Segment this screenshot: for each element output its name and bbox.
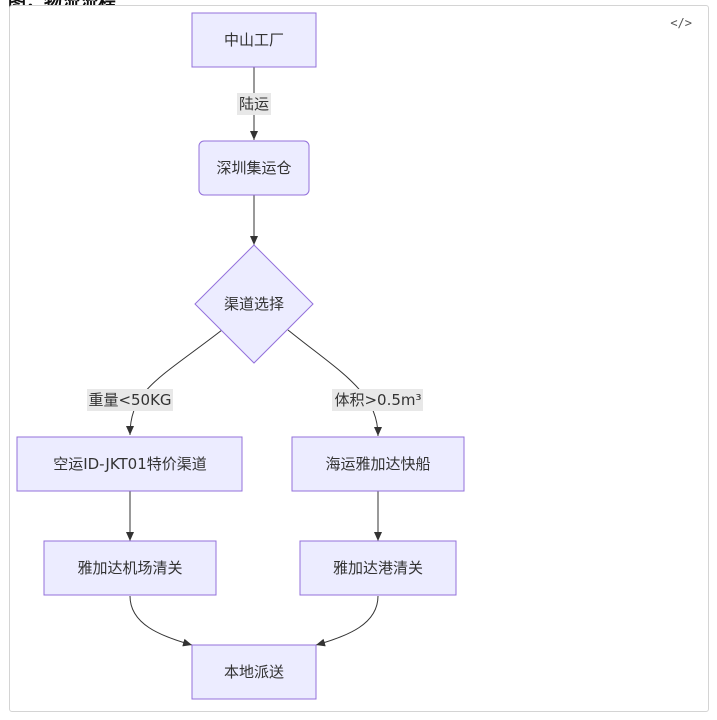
node-air-freight: 空运ID-JKT01特价渠道: [16, 436, 243, 492]
code-toggle-icon[interactable]: </>: [670, 16, 692, 30]
node-airport-clearance: 雅加达机场清关: [43, 540, 217, 596]
node-delivery-label: 本地派送: [224, 663, 284, 681]
node-sea-label: 海运雅加达快船: [325, 455, 430, 473]
edge-label-weight-bg: [87, 389, 173, 411]
node-channel-label: 渠道选择: [224, 295, 284, 313]
edge-label-land-bg: [237, 93, 271, 115]
node-port-clearance: 雅加达港清关: [299, 540, 457, 596]
node-sea-freight: 海运雅加达快船: [291, 436, 465, 492]
edge-label-weight: 重量<50KG: [88, 391, 171, 409]
node-channel-decision: 渠道选择: [194, 244, 314, 364]
edge-airport-delivery: [129, 595, 193, 647]
node-zhongshan-factory: 中山工厂: [191, 12, 317, 68]
node-zhongshan-label: 中山工厂: [224, 31, 284, 49]
edge-label-land: 陆运: [239, 95, 269, 113]
edge-label-volume: 体积>0.5m³: [334, 391, 421, 409]
node-local-delivery: 本地派送: [191, 644, 317, 700]
node-shenzhen-warehouse: 深圳集运仓: [198, 140, 310, 196]
node-airport-label: 雅加达机场清关: [77, 559, 182, 577]
node-shenzhen-label: 深圳集运仓: [216, 159, 291, 177]
node-air-label: 空运ID-JKT01特价渠道: [53, 455, 207, 473]
node-port-label: 雅加达港清关: [333, 559, 423, 577]
edge-port-delivery: [315, 595, 379, 647]
edge-channel-air: [126, 329, 223, 436]
edge-channel-sea: [287, 329, 382, 437]
edge-label-volume-bg: [332, 389, 423, 411]
